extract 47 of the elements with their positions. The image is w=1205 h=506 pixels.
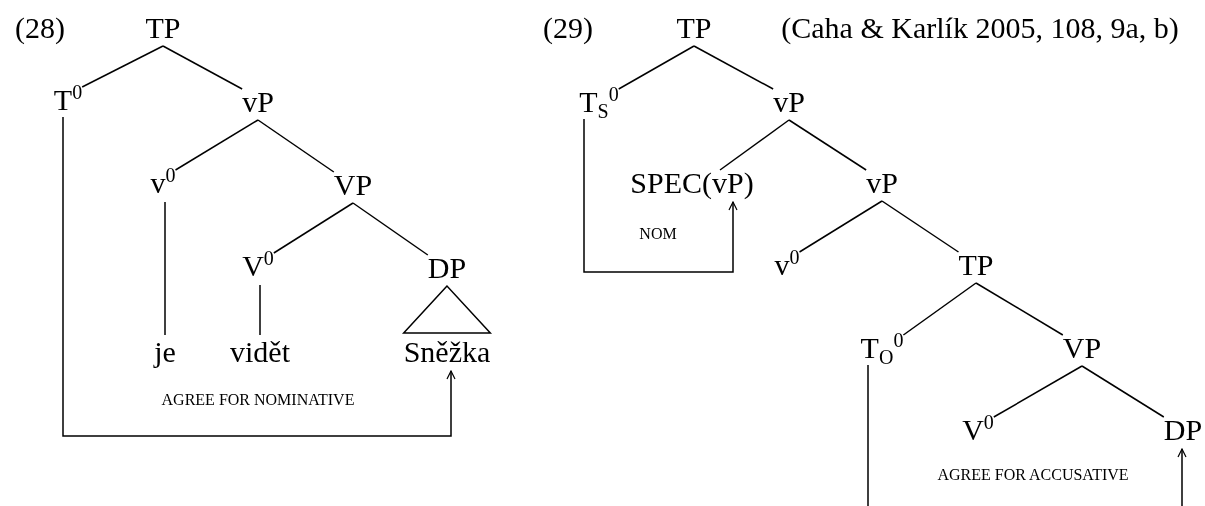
tree-branch: [174, 119, 259, 171]
tree-node-label: SPEC(vP): [630, 168, 754, 198]
tree-branch: [164, 201, 166, 336]
edge-label: AGREE FOR ACCUSATIVE: [937, 467, 1129, 483]
tree-node-label: vP: [866, 168, 898, 198]
tree-node-label: DP: [427, 253, 467, 283]
tree-branch: [798, 200, 883, 253]
example-number: (29): [543, 13, 593, 43]
triangle-branch: [401, 284, 493, 334]
tree-branch: [719, 119, 790, 171]
tree-node-label: TP: [145, 13, 181, 43]
tree-branch: [902, 282, 977, 336]
tree-branch: [81, 45, 164, 88]
tree-branch: [162, 45, 243, 90]
tree-node-label: VP: [1062, 333, 1102, 363]
agree-arrow: [867, 364, 1187, 506]
tree-branch: [975, 282, 1064, 336]
tree-node-label: vP: [242, 87, 274, 117]
tree-node-label: VP: [333, 170, 373, 200]
edge-label: AGREE FOR NOMINATIVE: [161, 392, 355, 408]
tree-node-label: v$^{0}$: [150, 168, 176, 198]
tree-node-label: T$^{0}$: [53, 85, 83, 115]
tree-branch: [259, 284, 261, 336]
tree-branch: [993, 365, 1083, 418]
tree-branch: [352, 202, 429, 256]
tree-branch: [788, 119, 867, 171]
tree-branch: [693, 45, 774, 90]
tree-node-label: vidět: [230, 337, 290, 367]
tree-node-label: V$^{0}$: [962, 415, 994, 445]
tree-node-label: Sněžka: [403, 337, 491, 367]
tree-node-label: DP: [1163, 415, 1203, 445]
agree-arrow: [62, 116, 456, 437]
tree-branch: [618, 45, 695, 90]
tree-node-label: je: [154, 337, 176, 367]
tree-node-label: vP: [773, 87, 805, 117]
tree-node-label: TP: [676, 13, 712, 43]
edge-label: NOM: [639, 226, 677, 242]
tree-branch: [273, 202, 354, 254]
tree-node-label: v$^{0}$: [774, 250, 800, 280]
tree-branch: [257, 119, 335, 173]
tree-node-label: TP: [958, 250, 994, 280]
tree-branch: [1081, 365, 1165, 418]
agree-arrow: [583, 118, 738, 273]
citation: (Caha & Karlík 2005, 108, 9a, b): [781, 13, 1179, 43]
tree-node-label: V$^{0}$: [242, 251, 274, 281]
example-number: (28): [15, 13, 65, 43]
tree-branch: [881, 200, 960, 253]
